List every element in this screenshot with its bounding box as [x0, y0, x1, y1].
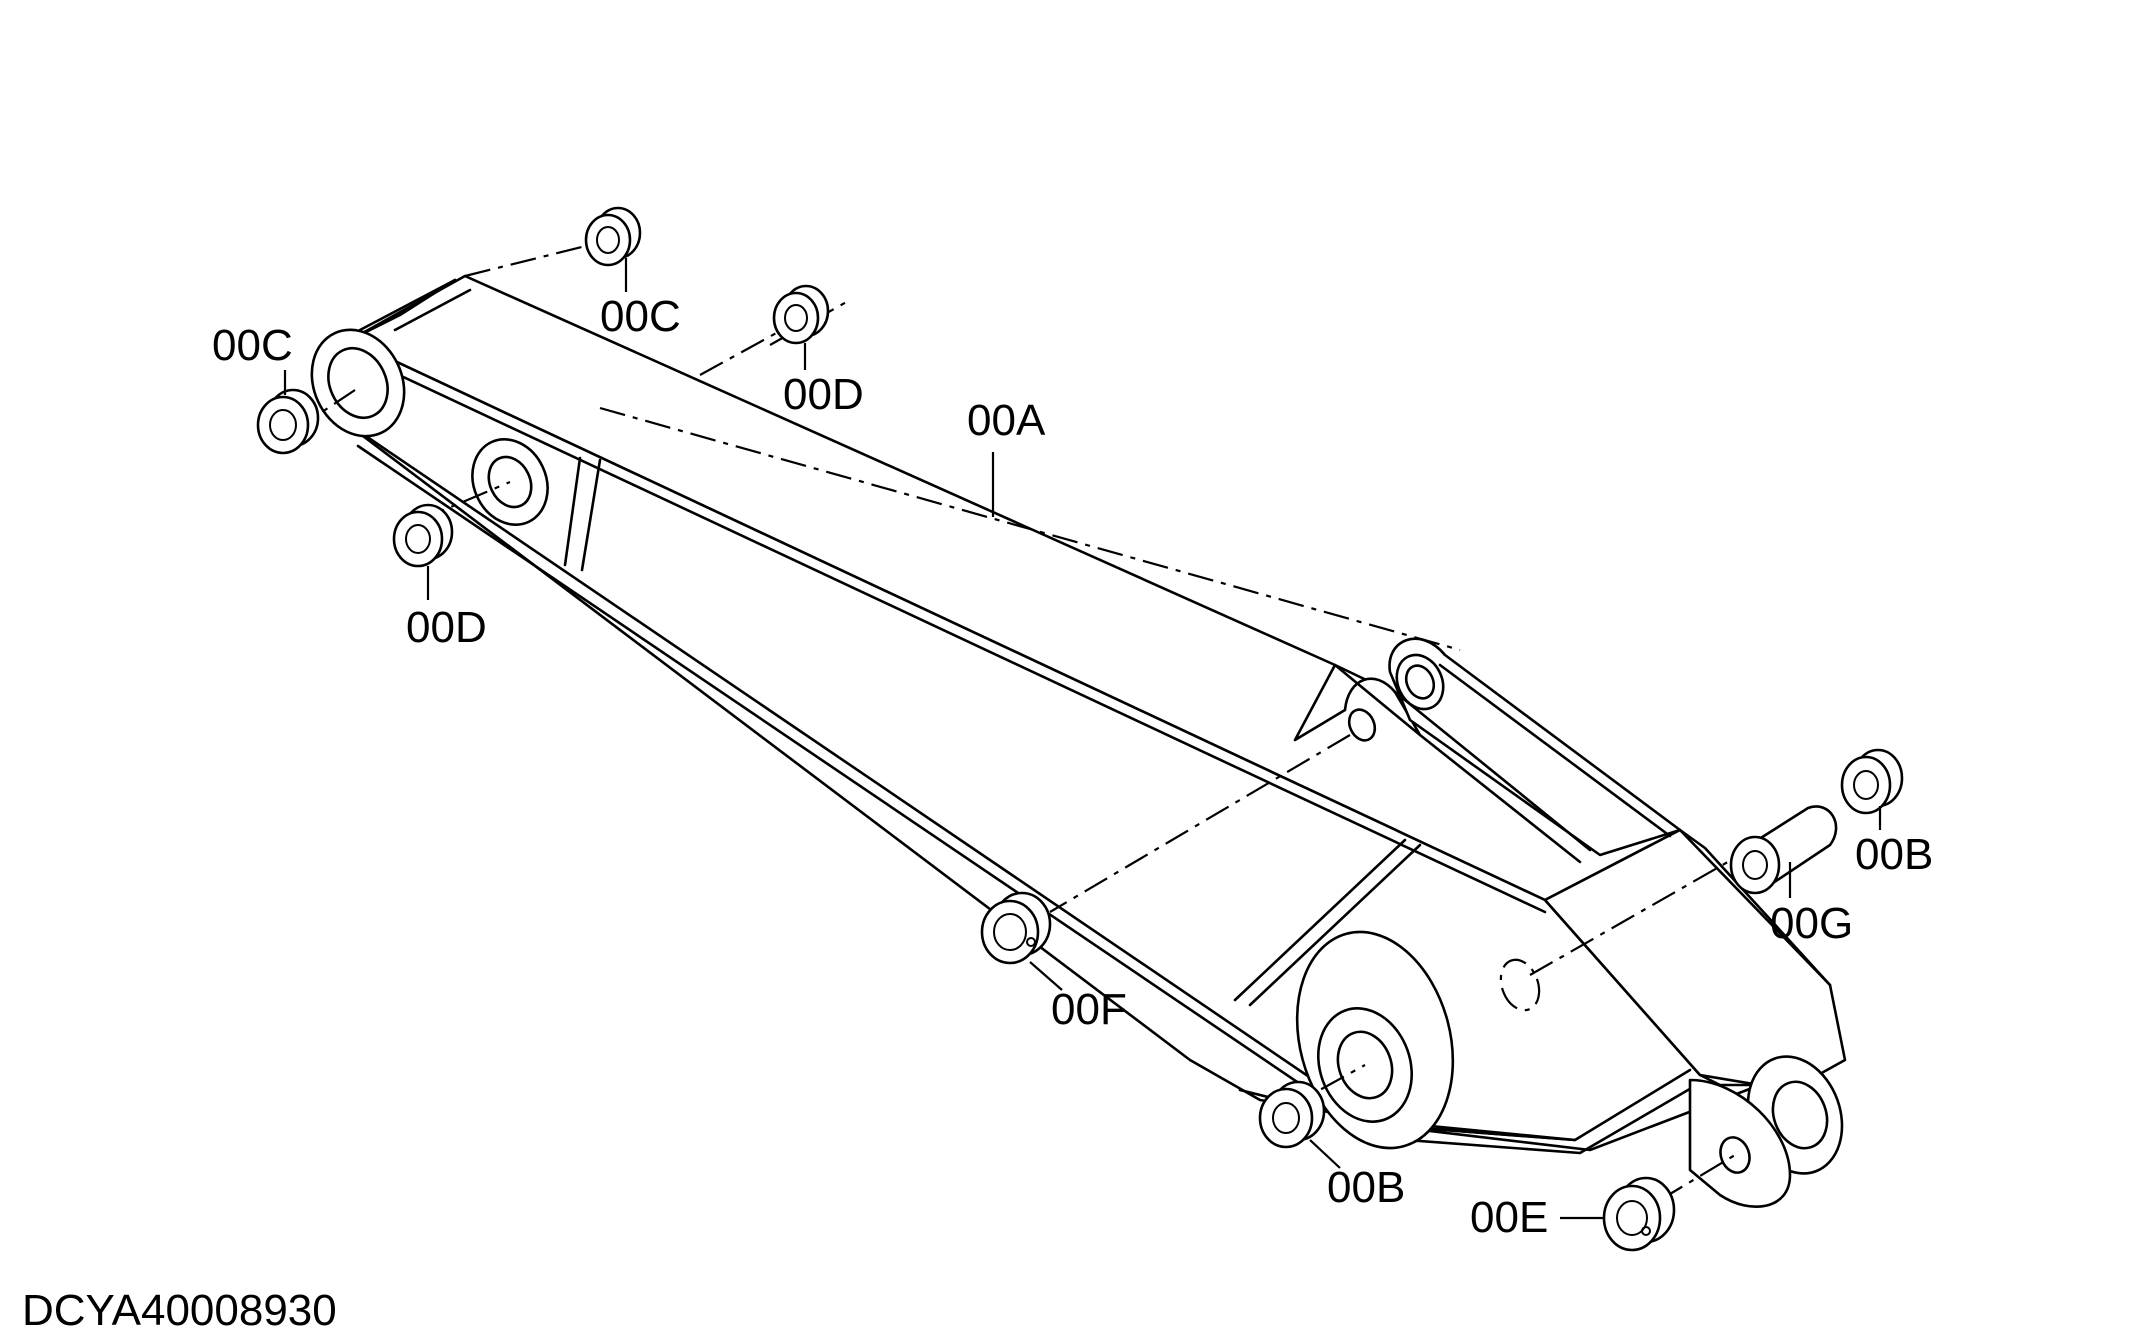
- label-00c-left: 00C: [212, 321, 293, 370]
- label-00a: 00A: [967, 396, 1046, 445]
- bushing-00c-left: [256, 388, 320, 455]
- leader-lines: [283, 258, 1882, 1220]
- bushing-00b-bottom: [1258, 1080, 1326, 1149]
- bushing-00f: [980, 891, 1052, 965]
- label-00c-top: 00C: [600, 292, 681, 341]
- label-00b-right: 00B: [1855, 830, 1933, 879]
- bushing-00d-left: [392, 503, 454, 568]
- bushing-00c-top: [584, 206, 642, 267]
- bushing-00e: [1602, 1176, 1676, 1252]
- label-00d-top: 00D: [783, 370, 864, 419]
- bushing-00d-top: [772, 284, 830, 345]
- bushing-00b-right: [1840, 748, 1904, 815]
- label-00d-left: 00D: [406, 603, 487, 652]
- pin-00g: [1729, 805, 1838, 895]
- label-00e: 00E: [1470, 1193, 1548, 1242]
- label-00g: 00G: [1770, 899, 1853, 948]
- drawing-code: DCYA40008930: [22, 1286, 337, 1335]
- label-00f: 00F: [1051, 985, 1127, 1034]
- label-00b-bottom: 00B: [1327, 1163, 1405, 1212]
